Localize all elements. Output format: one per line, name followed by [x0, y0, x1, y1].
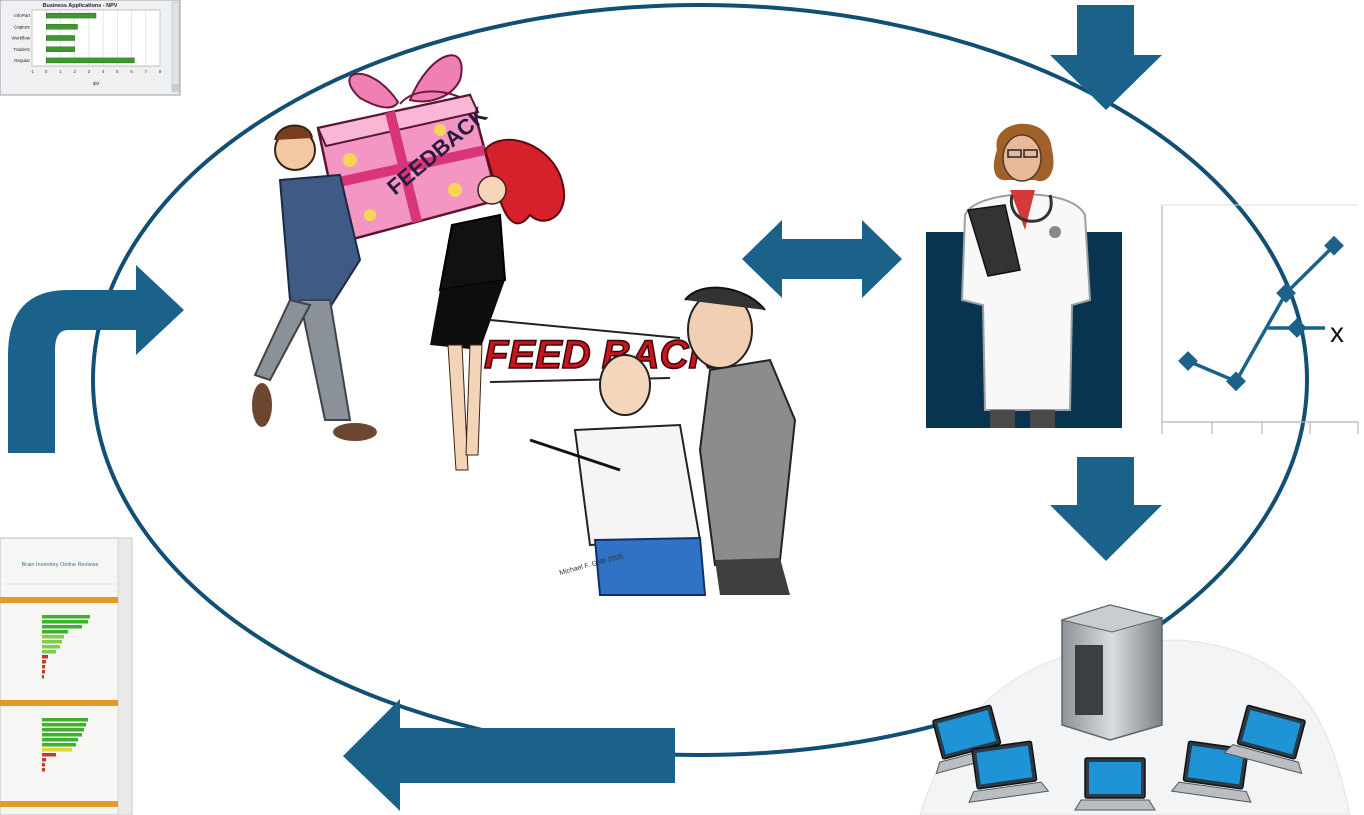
laptop-icon	[1074, 757, 1156, 811]
mini-chart-point	[1276, 283, 1296, 304]
dashboard-bar	[42, 748, 72, 752]
doctor-icon	[926, 123, 1122, 428]
dashboard-bar	[42, 743, 76, 747]
dashboard-bar	[42, 718, 88, 722]
server-network-icon	[919, 604, 1351, 815]
dashboard-bar	[42, 763, 45, 767]
dashboard-bar	[42, 650, 56, 654]
npv-category-label: Regular	[14, 58, 30, 63]
dashboard-bar	[42, 738, 78, 742]
npv-tick-label: 4	[102, 69, 105, 74]
dashboard-bar	[42, 620, 88, 624]
mini-chart-point	[1178, 351, 1198, 371]
npv-bar	[46, 46, 75, 52]
dashboard-bar	[42, 728, 84, 732]
mini-chart-point	[1324, 235, 1344, 256]
scroll-down-icon	[172, 84, 179, 91]
npv-bar	[46, 12, 97, 19]
dashboard-bar	[42, 768, 45, 772]
npv-tick-label: 3	[88, 69, 91, 74]
dashboard-bar	[42, 615, 90, 619]
dashboard-bar	[42, 753, 56, 757]
dashboard-thumbnail: Brain Inventory Online Reviews	[0, 537, 133, 815]
npv-category-label: Workflow	[12, 36, 31, 41]
npv-tick-label: -1	[30, 69, 34, 74]
laptop-icon	[968, 740, 1050, 803]
mini-line-chart: x	[1161, 204, 1359, 434]
dashboard-bar	[42, 635, 64, 639]
npv-category-label: TraderG	[13, 47, 30, 52]
curved-arrow-icon	[8, 265, 184, 453]
dashboard-bar	[42, 655, 48, 659]
dashboard-bar	[42, 665, 45, 669]
dashboard-bar	[42, 675, 44, 679]
down-arrow-top-icon	[1050, 5, 1162, 110]
mini-chart-point	[1226, 371, 1246, 392]
legend-marker	[1287, 318, 1307, 338]
npv-tick-label: 1	[59, 69, 62, 74]
double-arrow-icon	[742, 220, 902, 298]
dashboard-bar	[42, 670, 45, 674]
npv-bar	[46, 35, 75, 41]
npv-chart-xlabel: $M	[93, 81, 100, 86]
dashboard-bar	[42, 640, 62, 644]
dashboard-bar	[42, 645, 60, 649]
left-arrow-bottom-icon	[343, 699, 675, 811]
npv-chart-thumbnail: Business Applications - NPV InfoPartCapt…	[0, 0, 181, 96]
npv-chart-title: Business Applications - NPV	[43, 3, 118, 9]
npv-tick-label: 5	[116, 69, 119, 74]
npv-tick-label: 0	[45, 69, 48, 74]
npv-category-label: InfoPart	[14, 13, 31, 18]
gift-feedback-cartoon: FEEDBACK	[252, 54, 566, 471]
cycle-ellipse	[91, 3, 1309, 757]
dashboard-bar	[42, 758, 46, 762]
npv-category-label: Capture	[14, 24, 31, 29]
dashboard-bar	[42, 723, 86, 727]
legend-label: x	[1330, 317, 1344, 348]
dashboard-bar	[42, 733, 82, 737]
npv-tick-label: 6	[130, 69, 133, 74]
shouting-feedback-cartoon: FEED BACK Michael F. Gelb 2006	[483, 286, 797, 596]
npv-tick-label: 8	[159, 69, 162, 74]
laptop-icon	[1223, 704, 1306, 775]
dashboard-title: Brain Inventory Online Reviews	[22, 562, 99, 568]
dashboard-bar	[42, 630, 68, 634]
dashboard-bar	[42, 660, 46, 664]
npv-bar	[46, 57, 135, 64]
npv-tick-label: 2	[73, 69, 76, 74]
down-arrow-middle-icon	[1050, 457, 1162, 561]
npv-bar	[46, 24, 78, 30]
dashboard-bar	[42, 625, 82, 629]
npv-tick-label: 7	[145, 69, 148, 74]
